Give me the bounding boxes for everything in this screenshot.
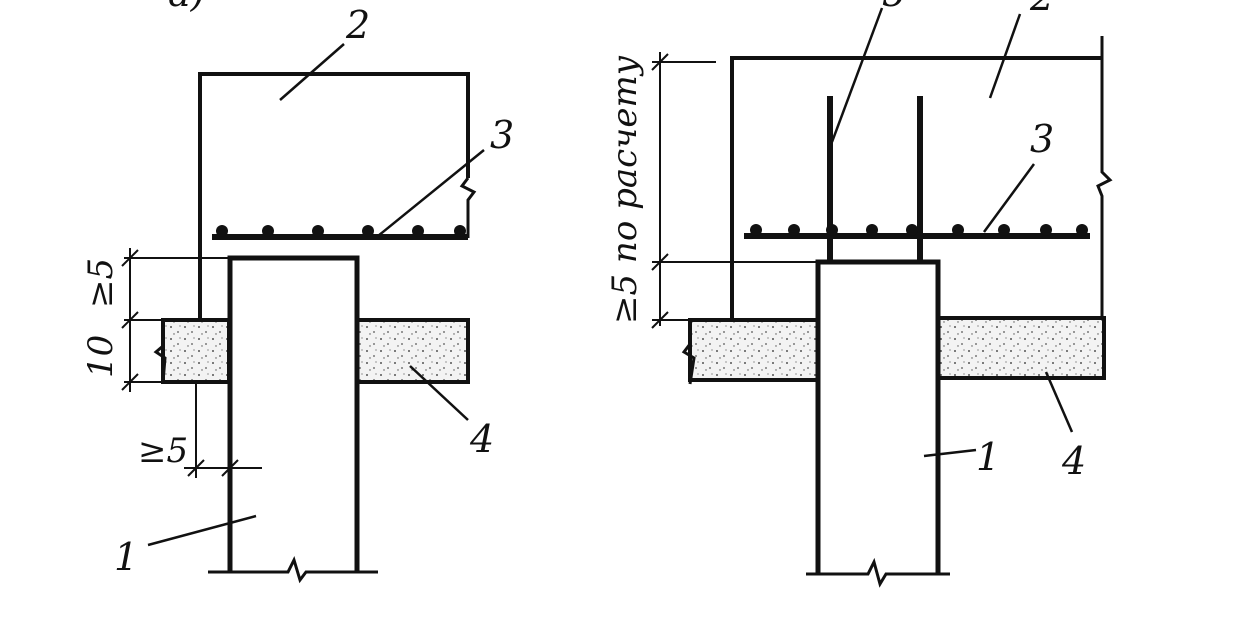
dim-b-label: ≥5 по расчету (605, 55, 645, 324)
dim-a-bottom-clearance: ≥5 (138, 431, 188, 471)
column-b (815, 259, 941, 574)
dim-a-top-clearance: ≥5 (81, 258, 121, 308)
label-a-rebar: 3 (490, 113, 514, 157)
label-a-slab: 2 (345, 3, 370, 47)
label-a-column: 1 (114, 535, 138, 579)
label-a-floor-slab: 4 (469, 417, 494, 461)
slab-a-break (459, 177, 477, 238)
rebar-a (212, 225, 468, 240)
label-b-rebar: 3 (1030, 117, 1054, 161)
slab-a-outline (198, 72, 470, 318)
floor-slab-b-left (688, 318, 820, 382)
floor-slab-a-right (355, 318, 470, 384)
dimension-b (651, 52, 818, 329)
detail-a-caption: a) (168, 0, 205, 15)
label-b-column: 1 (976, 435, 1000, 479)
detail-a: a) (81, 0, 514, 584)
rebar-b (744, 224, 1090, 239)
slab-b-outline (730, 56, 1102, 320)
column-a (227, 255, 360, 572)
dimension-a (121, 248, 262, 478)
floor-slab-a-left (161, 318, 231, 384)
dim-a-thickness: 10 (81, 335, 121, 378)
leaders-b (830, 7, 1074, 458)
label-b-slab: 2 (1029, 0, 1054, 19)
floor-slab-b-left-break (681, 320, 696, 385)
label-b-anchor: 5 (882, 0, 906, 15)
leaders-a (147, 43, 485, 547)
detail-b: ≥5 по расчету 5 2 3 4 1 (605, 0, 1113, 588)
column-b-bottom-break (806, 557, 950, 588)
floor-slab-a-left-break (153, 320, 167, 383)
slab-b-right-edge (1096, 36, 1113, 320)
floor-slab-b-right (936, 316, 1106, 380)
column-a-bottom-break (208, 555, 378, 584)
label-b-floor-slab: 4 (1061, 439, 1086, 483)
